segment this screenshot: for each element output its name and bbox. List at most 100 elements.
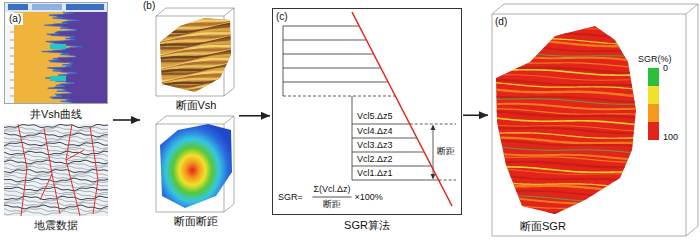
fault-line bbox=[40, 174, 52, 200]
layer-boundary-dashed bbox=[283, 96, 395, 97]
sgr-stripe bbox=[492, 46, 640, 51]
seismic-reflector bbox=[4, 145, 108, 149]
seismic-reflector bbox=[4, 209, 108, 212]
fault-line bbox=[90, 126, 98, 214]
well-log-figure bbox=[4, 2, 108, 104]
layer-boundary bbox=[352, 138, 417, 139]
vsh-stripe bbox=[156, 7, 234, 16]
sgr-stripe bbox=[492, 70, 640, 75]
log-header-block bbox=[32, 4, 62, 10]
depth-tick bbox=[10, 72, 14, 73]
vsh-stripes bbox=[156, 0, 234, 100]
fault-line bbox=[44, 128, 60, 214]
layer-boundary bbox=[283, 68, 381, 69]
log-header-block bbox=[8, 4, 28, 10]
vsh-stripe bbox=[156, 8, 234, 17]
seismic-reflector bbox=[4, 175, 108, 178]
seismic-reflector bbox=[4, 199, 108, 203]
seismic-reflector bbox=[4, 151, 108, 155]
flow-arrow bbox=[463, 114, 488, 116]
vsh-stripe bbox=[156, 8, 234, 17]
seismic-reflector bbox=[4, 211, 108, 215]
sgr-stripe bbox=[492, 25, 640, 32]
layer-boundary bbox=[283, 82, 388, 83]
sgr-stripe bbox=[492, 118, 640, 125]
caption: SGR算法 bbox=[344, 219, 390, 232]
layer-term: Vcl5.Δz5 bbox=[357, 111, 393, 122]
fault-line bbox=[66, 150, 84, 160]
seismic-reflector bbox=[4, 172, 108, 176]
vsh-stripe bbox=[156, 90, 234, 99]
box-edge bbox=[492, 4, 698, 14]
sgr-sketch bbox=[283, 12, 456, 206]
sgr-stripe bbox=[492, 196, 640, 201]
seismic-reflector bbox=[4, 170, 108, 173]
seismic-box: 地震数据 bbox=[4, 124, 108, 216]
fault-plane bbox=[352, 12, 452, 206]
throw-label: 断距 bbox=[437, 146, 455, 157]
seismic-ground bbox=[4, 124, 108, 216]
caption: 断面SGR bbox=[520, 220, 566, 233]
sgr-stripe bbox=[492, 175, 640, 182]
colorbar-swatch bbox=[648, 122, 659, 140]
sgr-stripe bbox=[492, 51, 640, 57]
sgr-surface-figure bbox=[492, 4, 698, 236]
depth-tick bbox=[10, 48, 14, 49]
log-header bbox=[4, 2, 108, 12]
vsh-stripe bbox=[156, 4, 234, 13]
depth-tick bbox=[10, 56, 14, 57]
log-tag bbox=[50, 44, 66, 49]
vsh-fill bbox=[42, 12, 108, 104]
throw-mark bbox=[410, 124, 456, 125]
depth-tick bbox=[10, 40, 14, 41]
vsh-box: 断面Vsh bbox=[156, 8, 236, 96]
layer-boundary bbox=[352, 124, 410, 125]
vsh-surface-figure bbox=[156, 0, 234, 100]
sgr-stripe bbox=[492, 41, 640, 46]
sgr-stripe bbox=[492, 167, 640, 172]
footwall-edge bbox=[283, 26, 284, 96]
vsh-stripe bbox=[156, 91, 234, 100]
seismic-reflector bbox=[4, 148, 108, 152]
sgr-stripe bbox=[492, 89, 640, 96]
panel-letter: (d) bbox=[495, 16, 507, 28]
layer-boundary bbox=[352, 152, 424, 153]
caption: 地震数据 bbox=[34, 219, 78, 232]
seismic-reflector bbox=[4, 202, 108, 205]
throw-surface bbox=[160, 124, 232, 208]
fraction-bar bbox=[312, 197, 351, 198]
seismic-reflector bbox=[4, 196, 108, 199]
sgr-stripe bbox=[492, 32, 640, 39]
legend-value: 100 bbox=[663, 132, 678, 143]
layer-term: Vcl4.Δz4 bbox=[357, 126, 393, 137]
vsh-stripe bbox=[156, 78, 234, 87]
caption: 井Vsh曲线 bbox=[30, 108, 82, 121]
log-frame bbox=[4, 2, 108, 104]
seismic-reflector bbox=[4, 205, 108, 209]
sgr-stripe bbox=[492, 146, 640, 153]
formula-term: ×100% bbox=[355, 192, 383, 203]
colorbar-segment bbox=[648, 104, 659, 122]
sgr-stripe bbox=[492, 140, 640, 146]
log-tag bbox=[50, 76, 66, 81]
box-edge bbox=[156, 116, 234, 124]
vsh-curve bbox=[42, 12, 83, 104]
panel-letter: (b) bbox=[143, 0, 155, 12]
bracket-head bbox=[431, 125, 436, 131]
fault-line bbox=[18, 124, 27, 216]
seismic-reflector bbox=[4, 154, 108, 158]
depth-tick bbox=[10, 96, 14, 97]
vsh-stripe bbox=[156, 76, 234, 85]
panel-letter: (c) bbox=[276, 11, 288, 23]
layer-boundary bbox=[283, 26, 359, 27]
seismic-reflector bbox=[4, 178, 108, 182]
sgr-stripe bbox=[492, 111, 640, 118]
sgr-stripe bbox=[492, 214, 640, 220]
seismic-reflector bbox=[4, 160, 108, 164]
legend-value: 0 bbox=[663, 63, 668, 74]
panel-b: 断面Vsh断面断距(b) bbox=[142, 0, 238, 240]
layer-boundary bbox=[352, 166, 431, 167]
